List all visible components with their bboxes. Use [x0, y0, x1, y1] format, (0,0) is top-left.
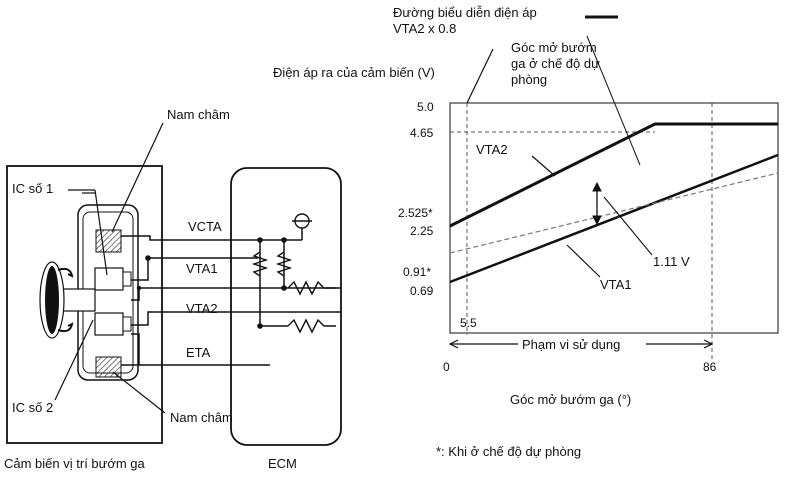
ic1-chip [94, 267, 124, 291]
y-tick-2.525: 2.525* [398, 206, 433, 220]
ecm-label: ECM [268, 456, 297, 471]
ic2-label: IC số 2 [12, 400, 53, 415]
ic1-label: IC số 1 [12, 181, 53, 196]
pin-vta1-label: VTA1 [186, 261, 218, 276]
y-tick-2.25: 2.25 [410, 224, 434, 238]
magnet-top-label: Nam châm [167, 107, 230, 122]
magnet-top [95, 229, 122, 253]
circuit-diagram: Nam châm IC số 1 IC số 2 Nam châm Cảm bi… [4, 107, 342, 471]
legend-line-label-2: VTA2 x 0.8 [393, 21, 456, 36]
sensor-label: Cảm biến vị trí bướm ga [4, 456, 146, 471]
fallback-label-3: phòng [511, 72, 547, 87]
series-vta2-label: VTA2 [476, 142, 508, 157]
series-vta2-line [449, 122, 778, 228]
sensor-box [6, 165, 163, 444]
x-tick-86: 86 [703, 360, 717, 374]
x-tick-0: 0 [443, 360, 450, 374]
fallback-label-1: Góc mở bướm [511, 40, 597, 55]
footnote: *: Khi ở chế độ dự phòng [436, 444, 581, 459]
pin-vcta-label: VCTA [188, 219, 222, 234]
y-tick-0.69: 0.69 [410, 284, 434, 298]
y-tick-5.0: 5.0 [417, 100, 434, 114]
diff-label: 1.11 V [653, 254, 690, 269]
y-axis-label: Điện áp ra của cảm biến (V) [273, 65, 435, 80]
legend-line-label: Đường biểu diễn điện áp [393, 5, 537, 20]
series-vta2x08-line [449, 172, 779, 254]
usage-range-arrow [448, 338, 714, 352]
rotation-arrow-icon [39, 261, 74, 339]
magnet-bottom-label: Nam châm [170, 410, 233, 425]
power-source-icon [292, 213, 312, 229]
pin-eta-label: ETA [186, 345, 211, 360]
magnet-bottom [95, 356, 122, 378]
ecm-box [230, 167, 342, 446]
y-tick-0.91: 0.91* [403, 265, 431, 279]
fallback-label-2: ga ở chế độ dự [511, 56, 600, 71]
x-tick-5.5: 5.5 [460, 316, 477, 330]
series-vta1-line [449, 153, 779, 284]
y-tick-4.65: 4.65 [410, 126, 434, 140]
usage-range-label: Phạm vi sử dụng [522, 337, 620, 352]
ic2-chip [94, 312, 124, 336]
pin-vta2-label: VTA2 [186, 301, 218, 316]
voltage-chart: Đường biểu diễn điện áp VTA2 x 0.8 Góc m… [273, 5, 779, 459]
x-axis-label: Góc mở bướm ga (°) [510, 392, 631, 407]
diff-arrow [592, 181, 653, 256]
series-vta1-label: VTA1 [600, 277, 632, 292]
